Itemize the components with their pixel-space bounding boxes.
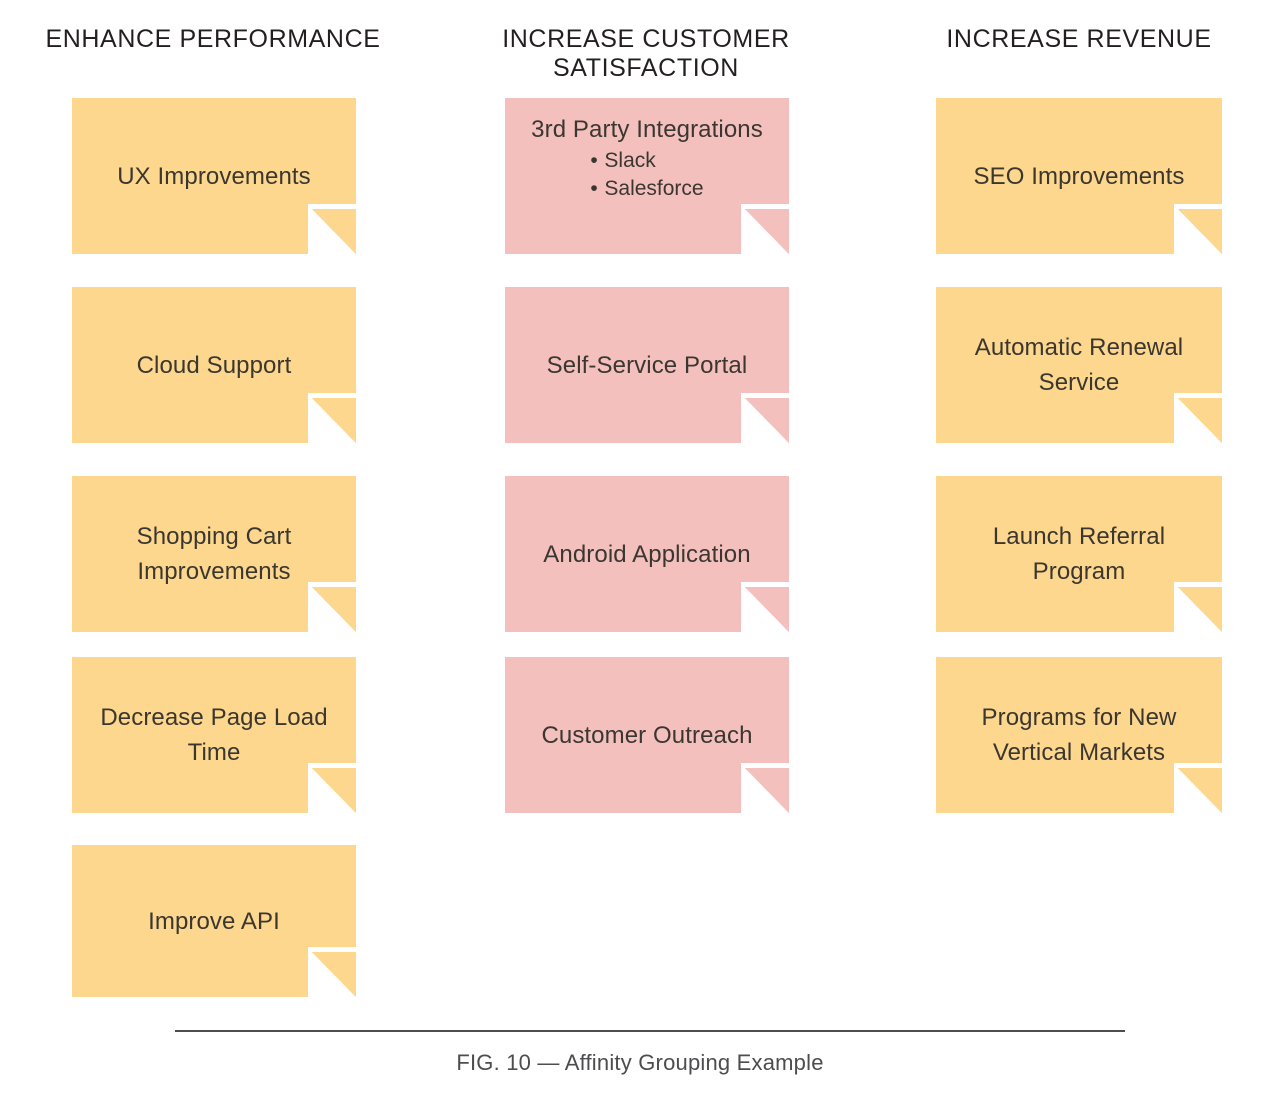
folded-corner-icon: [741, 204, 789, 254]
folded-corner-icon: [1174, 582, 1222, 632]
folded-corner-flap: [312, 952, 356, 997]
column-header-enhance-performance: ENHANCE PERFORMANCE: [45, 25, 381, 53]
sticky-note-content: Cloud Support: [137, 348, 292, 383]
sticky-note-content: SEO Improvements: [973, 159, 1184, 194]
folded-corner-flap: [1178, 768, 1222, 813]
sticky-note[interactable]: Decrease Page Load Time: [72, 657, 356, 813]
sticky-note[interactable]: SEO Improvements: [936, 98, 1222, 254]
sticky-note-content: Shopping Cart Improvements: [86, 519, 342, 589]
sticky-note-bullet-list: • Slack • Salesforce: [590, 147, 703, 203]
bullet-dot-icon: •: [590, 149, 598, 172]
folded-corner-flap: [312, 398, 356, 443]
folded-corner-flap: [312, 768, 356, 813]
sticky-note-content: Decrease Page Load Time: [86, 700, 342, 770]
sticky-note-content: UX Improvements: [117, 159, 311, 194]
column-header-increase-customer-satisfaction: INCREASE CUSTOMER SATISFACTION: [502, 25, 790, 82]
sticky-note[interactable]: 3rd Party Integrations • Slack • Salesforce: [505, 98, 789, 254]
sticky-note-content: Customer Outreach: [541, 718, 752, 753]
sticky-note-content: Android Application: [543, 537, 750, 572]
sticky-note-content: Improve API: [148, 904, 280, 939]
sticky-note[interactable]: Improve API: [72, 845, 356, 997]
sticky-note-title: SEO Improvements: [973, 162, 1185, 190]
folded-corner-icon: [741, 763, 789, 813]
sticky-note-title: 3rd Party Integrations: [531, 116, 763, 143]
folded-corner-icon: [308, 582, 356, 632]
sticky-note[interactable]: Shopping Cart Improvements: [72, 476, 356, 632]
sticky-note[interactable]: UX Improvements: [72, 98, 356, 254]
folded-corner-flap: [1178, 209, 1222, 254]
sticky-note-title: UX Improvements: [117, 162, 311, 190]
folded-corner-icon: [308, 204, 356, 254]
folded-corner-icon: [308, 763, 356, 813]
sticky-note[interactable]: Launch Referral Program: [936, 476, 1222, 632]
sticky-note-title: Shopping Cart Improvements: [136, 523, 292, 585]
folded-corner-flap: [1178, 398, 1222, 443]
sticky-note-content: Launch Referral Program: [950, 519, 1208, 589]
folded-corner-flap: [745, 209, 789, 254]
folded-corner-icon: [308, 393, 356, 443]
folded-corner-flap: [745, 587, 789, 632]
folded-corner-flap: [312, 587, 356, 632]
sticky-note[interactable]: Self-Service Portal: [505, 287, 789, 443]
sticky-note-title: Self-Service Portal: [546, 351, 748, 379]
sticky-note-title: Android Application: [543, 540, 751, 568]
folded-corner-icon: [1174, 393, 1222, 443]
folded-corner-icon: [1174, 204, 1222, 254]
folded-corner-flap: [745, 768, 789, 813]
sticky-note-title: Launch Referral Program: [992, 523, 1166, 585]
figure-caption: FIG. 10 — Affinity Grouping Example: [456, 1050, 824, 1075]
sticky-note-title: Cloud Support: [136, 351, 292, 379]
sticky-note-content: Self-Service Portal: [547, 348, 748, 383]
bullet-label: Slack: [604, 149, 656, 172]
folded-corner-flap: [1178, 587, 1222, 632]
sticky-note-bullet-item: • Salesforce: [590, 175, 703, 203]
sticky-note-content: Automatic Renewal Service: [950, 330, 1208, 400]
sticky-note-content: Programs for New Vertical Markets: [950, 700, 1208, 770]
bullet-dot-icon: •: [590, 177, 598, 200]
sticky-note-content: 3rd Party Integrations • Slack • Salesforce: [531, 112, 763, 203]
sticky-note[interactable]: Automatic Renewal Service: [936, 287, 1222, 443]
sticky-note[interactable]: Android Application: [505, 476, 789, 632]
bullet-label: Salesforce: [604, 177, 704, 200]
folded-corner-icon: [741, 582, 789, 632]
folded-corner-icon: [1174, 763, 1222, 813]
folded-corner-icon: [308, 947, 356, 997]
sticky-note-title: Improve API: [148, 907, 280, 935]
folded-corner-icon: [741, 393, 789, 443]
column-header-increase-revenue: INCREASE REVENUE: [946, 25, 1212, 53]
sticky-note[interactable]: Cloud Support: [72, 287, 356, 443]
sticky-note-bullet-item: • Slack: [590, 147, 703, 175]
sticky-note-title: Customer Outreach: [541, 721, 753, 749]
sticky-note[interactable]: Customer Outreach: [505, 657, 789, 813]
caption-divider: [175, 1030, 1125, 1032]
sticky-note-title: Automatic Renewal Service: [974, 334, 1184, 396]
sticky-note-title: Decrease Page Load Time: [100, 704, 328, 766]
sticky-note[interactable]: Programs for New Vertical Markets: [936, 657, 1222, 813]
folded-corner-flap: [745, 398, 789, 443]
sticky-note-title: Programs for New Vertical Markets: [981, 704, 1177, 766]
folded-corner-flap: [312, 209, 356, 254]
